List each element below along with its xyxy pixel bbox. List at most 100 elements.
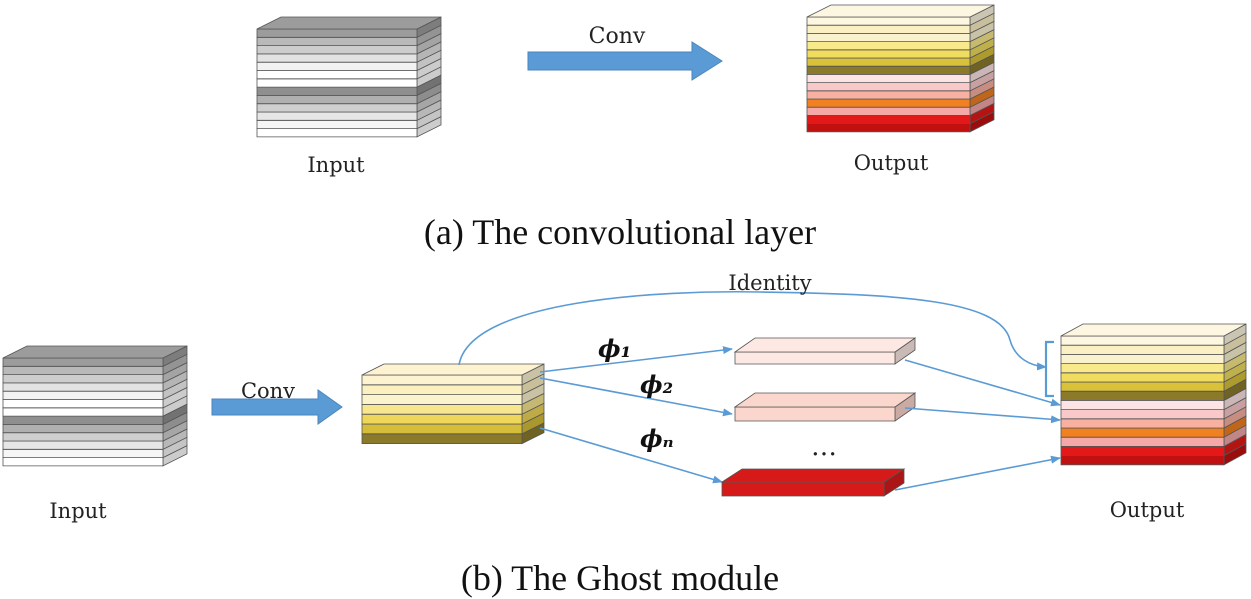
- feature-layer-front: [256, 103, 418, 113]
- feature-layer-front: [361, 413, 523, 425]
- feature-layer-front: [806, 65, 971, 75]
- feature-layer-front: [256, 70, 418, 80]
- ghost-feature-n: [720, 468, 906, 497]
- identity-connection: [458, 290, 1047, 371]
- feature-layer-front: [256, 45, 418, 55]
- caption-a: (a) The convolutional layer: [424, 212, 816, 252]
- feature-layer-front: [2, 399, 164, 409]
- ghost-feature-2: [733, 392, 917, 422]
- identity-label: Identity: [728, 271, 811, 295]
- feature-layer-front: [1060, 427, 1225, 438]
- feature-layer-front: [2, 448, 164, 459]
- feature-layer-front: [2, 407, 164, 417]
- bottom-input-label: Input: [49, 499, 107, 523]
- bottom-input-stack: [2, 345, 188, 467]
- feature-layer-front: [361, 433, 523, 445]
- feature-layer-front: [1060, 445, 1225, 457]
- feature-layer-front: [2, 382, 164, 392]
- feature-layer-front: [361, 384, 523, 396]
- feature-layer-front: [2, 440, 164, 450]
- intrinsic-feature-stack: [361, 363, 545, 445]
- top-conv-arrow: [527, 41, 723, 81]
- feature-layer-top: [733, 392, 917, 408]
- feature-layer-front: [256, 28, 418, 38]
- phi1-label: ϕ₁: [598, 334, 631, 363]
- feature-layer-front: [806, 74, 971, 83]
- feature-layer-top: [361, 363, 545, 376]
- feature-layer-front: [361, 423, 523, 435]
- feature-layer-front: [2, 415, 164, 425]
- feature-layer-front: [2, 423, 164, 434]
- feature-layer-top: [720, 468, 906, 483]
- feature-layer-front: [806, 123, 971, 133]
- feature-layer-front: [806, 90, 971, 100]
- feature-layer-front: [256, 119, 418, 130]
- feature-layer-front: [256, 36, 418, 46]
- phin-label: ϕₙ: [640, 424, 674, 453]
- feature-layer-top: [2, 345, 188, 359]
- feature-layer-front: [256, 53, 418, 63]
- feature-layer-front: [1060, 381, 1225, 392]
- ellipsis-label: …: [811, 432, 837, 462]
- phin-operation-line: [539, 427, 723, 484]
- feature-layer-top: [806, 4, 995, 18]
- feature-layer-front: [806, 106, 971, 116]
- feature-layer-front: [2, 432, 164, 442]
- ghost2-to-output-line: [904, 407, 1061, 424]
- feature-layer-front: [734, 351, 896, 365]
- top-output-label: Output: [854, 151, 929, 175]
- feature-layer-front: [806, 33, 971, 42]
- feature-layer-front: [2, 357, 164, 367]
- feature-layer-front: [361, 374, 523, 386]
- feature-layer-front: [1060, 390, 1225, 401]
- top-input-stack: [256, 16, 442, 138]
- feature-layer-top: [1060, 323, 1247, 337]
- feature-layer-front: [1060, 418, 1225, 429]
- ghost-feature-1: [733, 337, 917, 365]
- feature-layer-front: [2, 457, 164, 467]
- ghostn-to-output-line: [894, 455, 1061, 491]
- feature-layer-top: [256, 16, 442, 30]
- feature-layer-front: [806, 16, 971, 26]
- feature-layer-front: [1060, 372, 1225, 383]
- feature-layer-front: [1060, 344, 1225, 355]
- feature-layer-front: [361, 394, 523, 405]
- caption-b: (b) The Ghost module: [461, 558, 779, 598]
- phi1-operation-line: [539, 346, 733, 373]
- ghost1-to-output-line: [904, 359, 1061, 407]
- bottom-conv-arrow: [211, 389, 343, 425]
- feature-layer-front: [806, 49, 971, 59]
- feature-layer-front: [256, 61, 418, 71]
- feature-layer-front: [2, 374, 164, 384]
- feature-layer-front: [734, 406, 896, 422]
- feature-layer-front: [1060, 399, 1225, 411]
- feature-layer-front: [806, 24, 971, 34]
- bottom-output-stack: [1060, 323, 1247, 466]
- feature-layer-front: [806, 57, 971, 67]
- feature-layer-front: [361, 403, 523, 415]
- bottom-output-label: Output: [1110, 498, 1185, 522]
- top-output-stack: [806, 4, 995, 133]
- feature-layer-front: [721, 481, 885, 497]
- feature-layer-front: [1060, 353, 1225, 365]
- top-conv-label: Conv: [589, 24, 646, 49]
- feature-layer-front: [1060, 455, 1225, 466]
- feature-layer-front: [806, 82, 971, 92]
- feature-layer-front: [2, 365, 164, 376]
- feature-layer-front: [1060, 363, 1225, 374]
- feature-layer-front: [806, 41, 971, 51]
- feature-layer-front: [806, 98, 971, 108]
- phi2-label: ϕ₂: [640, 370, 673, 399]
- feature-layer-front: [1060, 409, 1225, 420]
- feature-layer-front: [806, 115, 971, 124]
- top-input-label: Input: [307, 153, 365, 177]
- feature-layer-front: [2, 390, 164, 400]
- feature-layer-front: [256, 86, 418, 96]
- feature-layer-front: [256, 95, 418, 105]
- feature-layer-top: [733, 337, 917, 353]
- identity-bracket: [1044, 340, 1054, 398]
- feature-layer-front: [1060, 436, 1225, 447]
- feature-layer-front: [256, 128, 418, 138]
- feature-layer-front: [256, 111, 418, 121]
